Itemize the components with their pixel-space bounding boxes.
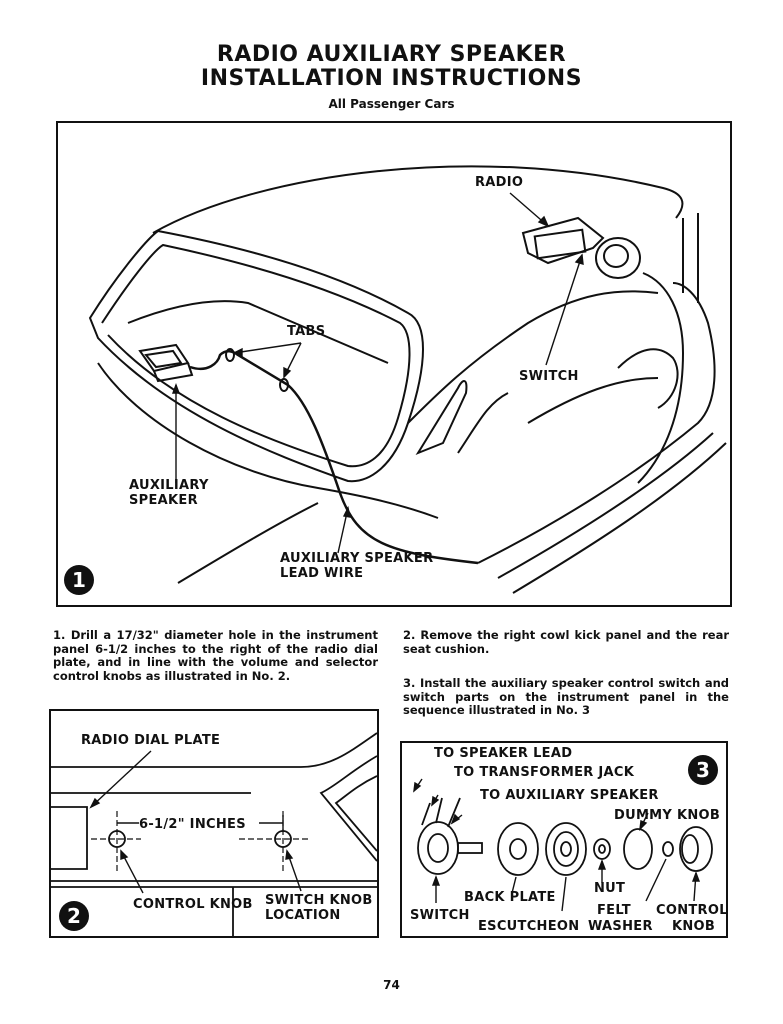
document-subtitle: All Passenger Cars	[328, 97, 455, 111]
document-title-line-1: RADIO AUXILIARY SPEAKER	[216, 42, 567, 67]
figure-1-number-badge: 1	[64, 565, 94, 595]
radio-label: RADIO	[475, 175, 524, 190]
figure-3-switch-parts: TO SPEAKER LEAD TO TRANSFORMER JACK TO A…	[400, 741, 728, 938]
step-1-text: 1. Drill a 17/32" diameter hole in the i…	[53, 628, 378, 683]
figure-2-number-badge: 2	[59, 901, 89, 931]
auxiliary-speaker-label-line-2: SPEAKER	[129, 493, 198, 508]
document-title-line-2: INSTALLATION INSTRUCTIONS	[200, 66, 583, 91]
figure-3-number-badge: 3	[688, 755, 718, 785]
auxiliary-speaker-label-line-1: AUXILIARY	[129, 478, 209, 493]
figure-1-car-interior: RADIO TABS SWITCH AUXILIARY SPEAKER AUXI…	[56, 121, 732, 607]
dummy-knob-label: DUMMY KNOB	[614, 808, 721, 823]
to-speaker-lead-label: TO SPEAKER LEAD	[434, 746, 573, 761]
tabs-label: TABS	[287, 324, 326, 339]
lead-wire-label-line-2: LEAD WIRE	[280, 566, 364, 581]
felt-label: FELT	[597, 903, 631, 918]
distance-label: 6-1/2" INCHES	[139, 817, 246, 832]
switch-parts-illustration	[413, 778, 713, 912]
escutcheon-label: ESCUTCHEON	[478, 919, 580, 934]
switch-label: SWITCH	[410, 908, 470, 923]
control-label: CONTROL	[656, 903, 728, 918]
step-3-text: 3. Install the auxiliary speaker control…	[403, 676, 729, 717]
to-transformer-jack-label: TO TRANSFORMER JACK	[454, 765, 635, 780]
car-interior-illustration	[88, 165, 727, 594]
knob-label: KNOB	[672, 919, 716, 934]
switch-label: SWITCH	[519, 369, 579, 384]
washer-label: WASHER	[588, 919, 653, 934]
to-auxiliary-speaker-label: TO AUXILIARY SPEAKER	[480, 788, 659, 803]
radio-dial-plate-label: RADIO DIAL PLATE	[81, 733, 221, 748]
lead-wire-label-line-1: AUXILIARY SPEAKER	[280, 551, 434, 566]
switch-knob-label-line-2: LOCATION	[265, 908, 341, 923]
control-knob-label: CONTROL KNOB	[133, 897, 253, 912]
step-2-text: 2. Remove the right cowl kick panel and …	[403, 628, 729, 656]
back-plate-label: BACK PLATE	[464, 890, 556, 905]
instrument-panel-illustration	[51, 732, 377, 936]
figure-2-instrument-panel: RADIO DIAL PLATE 6-1/2" INCHES CONTROL K…	[49, 709, 379, 938]
switch-knob-label-line-1: SWITCH KNOB	[265, 893, 373, 908]
nut-label: NUT	[594, 881, 626, 896]
page-number: 74	[383, 978, 400, 992]
